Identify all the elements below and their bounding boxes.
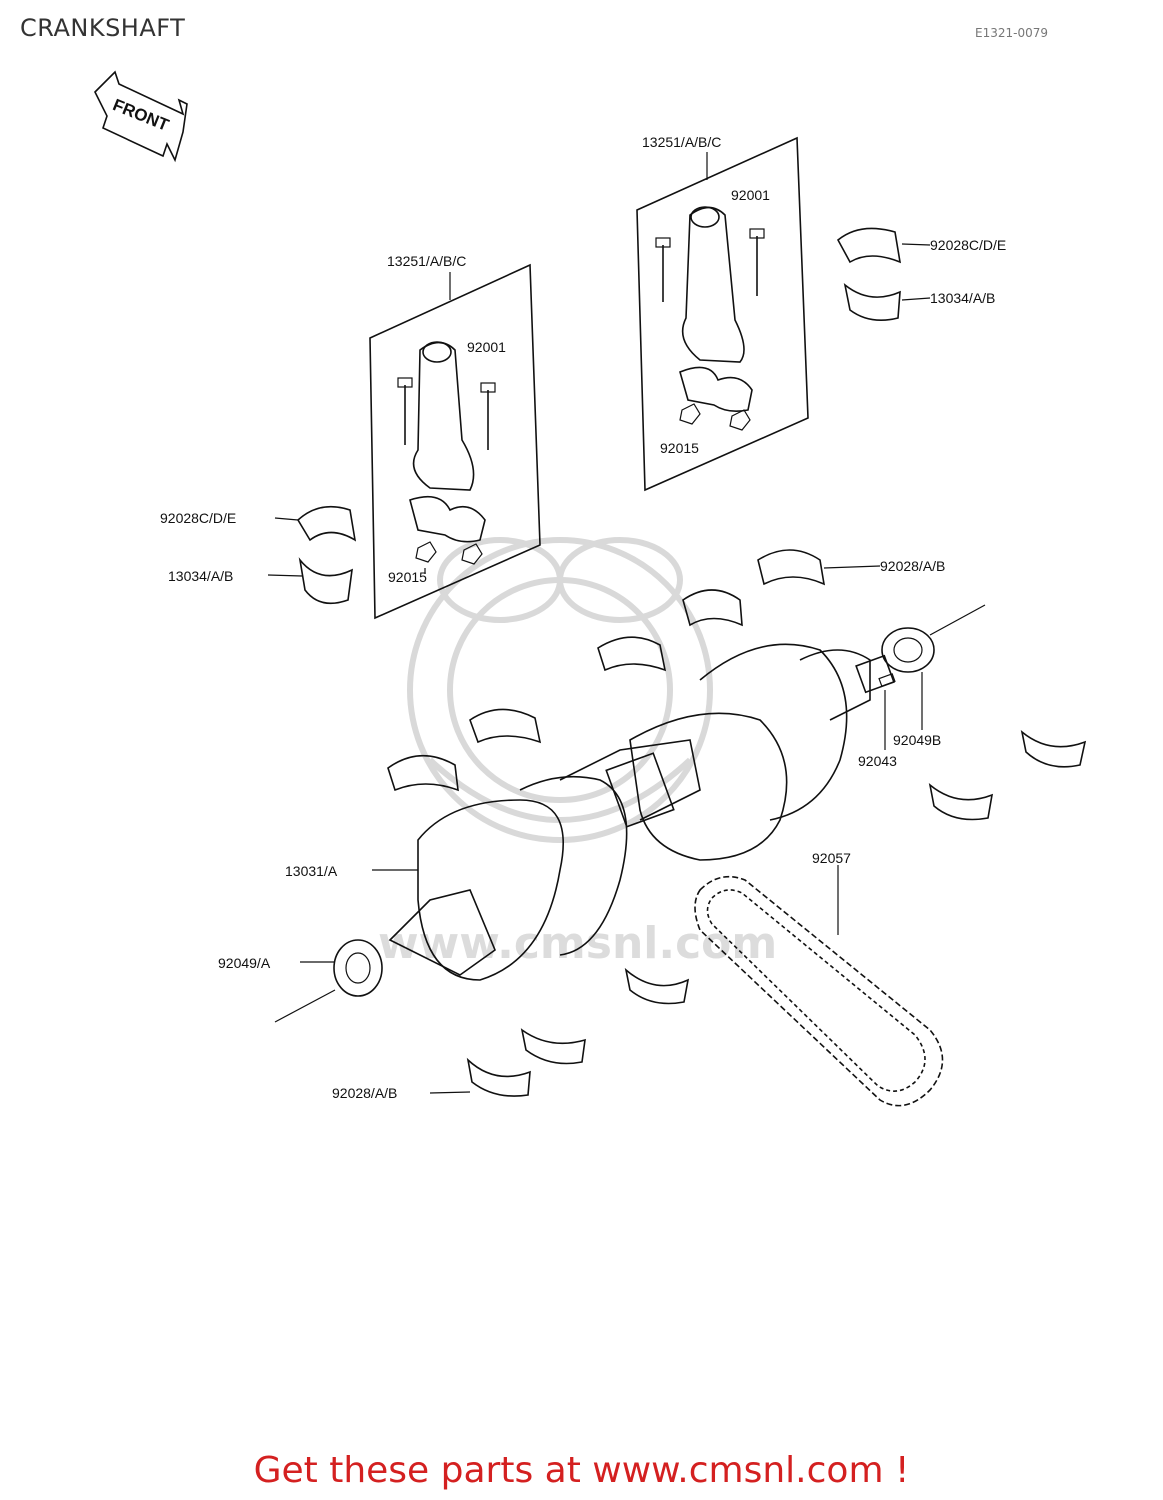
callout-nut-left: 92015 xyxy=(388,569,427,585)
pin-part xyxy=(878,673,896,750)
cam-chain xyxy=(694,865,944,1107)
rod-kit-left xyxy=(369,263,541,620)
front-arrow-icon: FRONT xyxy=(94,70,188,163)
diagram-ref-code: E1321-0079 xyxy=(975,26,1048,40)
callout-bolt-right: 92001 xyxy=(731,187,770,203)
callout-crankshaft: 13031/A xyxy=(285,863,338,879)
rod-bearing-right xyxy=(836,227,931,321)
callout-main-bearing-top: 92028/A/B xyxy=(880,558,945,574)
callout-pin: 92043 xyxy=(858,753,897,769)
front-arrow-label: FRONT xyxy=(110,95,172,135)
callout-chain: 92057 xyxy=(812,850,851,866)
callout-bolt-left: 92001 xyxy=(467,339,506,355)
callout-nut-right: 92015 xyxy=(660,440,699,456)
footer-cta-link[interactable]: Get these parts at www.cmsnl.com ! xyxy=(253,1450,910,1491)
oil-seal-right xyxy=(881,604,986,730)
crankshaft-body xyxy=(372,643,895,981)
callout-oil-seal-right: 92049B xyxy=(893,732,941,748)
callout-bearing-upper-right: 92028C/D/E xyxy=(930,237,1006,253)
callout-bearing-lower-left: 13034/A/B xyxy=(168,568,233,584)
watermark-text: www.cmsnl.com xyxy=(378,918,777,969)
rod-kit-right xyxy=(636,136,809,492)
callout-main-bearing-bottom: 92028/A/B xyxy=(332,1085,397,1101)
callout-bearing-lower-right: 13034/A/B xyxy=(930,290,995,306)
rod-bearing-left xyxy=(267,505,357,605)
oil-seal-left xyxy=(274,939,383,1023)
callout-oil-seal-left: 92049/A xyxy=(218,955,271,971)
callout-bearing-upper-left: 92028C/D/E xyxy=(160,510,236,526)
page-title: CRANKSHAFT xyxy=(20,14,186,42)
watermark-logo: www.cmsnl.com xyxy=(378,537,777,969)
callout-rod-kit-left: 13251/A/B/C xyxy=(387,253,466,269)
callout-rod-kit-right: 13251/A/B/C xyxy=(642,134,721,150)
main-bearings-lower xyxy=(429,729,1087,1097)
main-bearings-upper xyxy=(387,549,881,792)
